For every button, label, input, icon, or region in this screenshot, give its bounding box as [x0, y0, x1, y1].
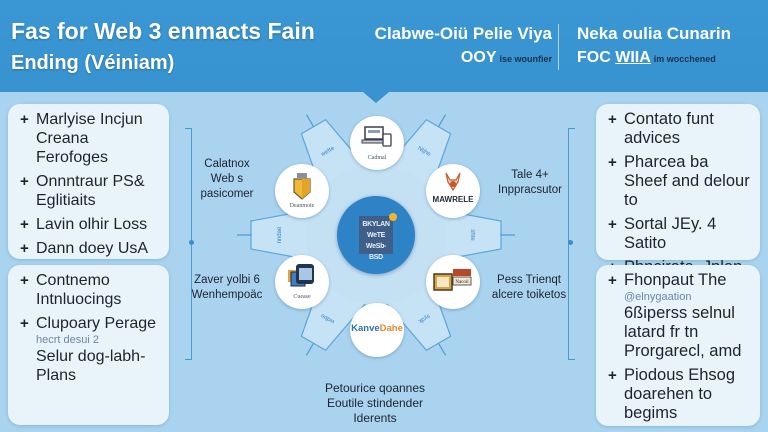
panel-item-text: Dann doey UsA [36, 240, 149, 257]
wheel-spoke-tip [437, 342, 447, 356]
node-caption: Cadmal [367, 155, 387, 161]
wheel-node-lower-right[interactable]: Nacoil [426, 255, 480, 309]
header-banner: Fas for Web 3 enmacts Fain Ending (Véini… [0, 0, 768, 92]
panel-item-text: Onnntraur PS& Eglitiaits [36, 173, 145, 209]
fox-logo-icon [445, 172, 461, 192]
panel-item-text: Clupoary Perage [36, 315, 157, 332]
wheel-spoke-label: Ntjhe [416, 146, 432, 159]
plus-bullet-icon: + [20, 240, 29, 257]
header-block-2-sub-underlined: WIIA [615, 49, 651, 66]
panel-item-text: Contato funt advices [624, 110, 714, 147]
panel-list-item: + Piodous Ehsog doarehen to begims [604, 366, 752, 423]
wheel-spoke-tip [305, 342, 315, 356]
node-caption: MAWRELE [432, 195, 474, 204]
wheel-spoke-tip [437, 114, 447, 128]
header-block-2-sub: FOC WIIA [577, 49, 651, 66]
wheel-node-upper-left[interactable]: Deanmote [275, 164, 329, 218]
side-label-right-bottom: Pess Trienqt alcere toiketos [491, 274, 567, 301]
panel-item-extra-text: Selur dog-labh- Plans [36, 348, 146, 384]
panel-list-item: + Contato funt advices [604, 110, 752, 148]
plus-bullet-icon: + [20, 315, 29, 332]
panel-list-item: + Onnntraur PS& Eglitiaits [16, 172, 161, 210]
side-label-right-top: Tale 4+ Inppracsutor [498, 169, 562, 196]
plus-bullet-icon: + [20, 111, 29, 128]
plus-bullet-icon: + [608, 367, 617, 384]
brand-wordmark-part-1: Kanve [351, 323, 380, 334]
page-title: Fas for Web 3 enmacts Fain Ending (Véini… [11, 15, 315, 79]
panel-item-text: Contnemo Intnluocings [36, 272, 122, 308]
panel-item-text: Marlyise Incjun Creana Ferofoges [36, 111, 143, 166]
plus-bullet-icon: + [608, 216, 617, 233]
plus-bullet-icon: + [608, 272, 617, 289]
panel-item-subtext: @elnygaation [624, 291, 692, 303]
right-bracket-dot [568, 240, 573, 245]
panel-item-text: Sortal JEy. 4 Satito [624, 215, 717, 252]
panel-list-item: + Dann doey UsA [16, 239, 161, 258]
header-block-1-small: ise wounfier [499, 54, 552, 64]
panel-list-item: + Sortal JEy. 4 Satito [604, 215, 752, 253]
plus-bullet-icon: + [608, 154, 617, 171]
wheel-spoke-tip [305, 114, 315, 128]
panel-list-item: + Lavin olhir Loss [16, 215, 161, 234]
plus-bullet-icon: + [20, 173, 29, 190]
brand-wordmark-part-2: Dahe [379, 323, 403, 334]
side-label-left-bottom: Zaver yolbi 6 Wenhempoäc [191, 274, 263, 301]
wheel-spoke-label: wdbe [320, 312, 337, 325]
gold-shield-icon [293, 173, 311, 200]
header-pointer [363, 92, 389, 103]
panel-item-subtext: hecrt desui 2 [36, 334, 99, 346]
wheel-spoke-label: nndae [277, 226, 283, 243]
panel-list-item: + Pharcea ba Sheef and delour to [604, 153, 752, 210]
panel-item-text: Fhonpaut The [624, 271, 727, 289]
title-line-2: Ending (Véiniam) [11, 52, 175, 74]
node-caption: Cuease [293, 294, 311, 300]
panel-item-text: Lavin olhir Loss [36, 216, 148, 233]
photo-frame-icon-caption: Nacoil [455, 280, 469, 285]
right-panel-top: + Contato funt advices + Pharcea ba Sheef a… [596, 104, 760, 295]
wheel-node-lower-left[interactable]: Cuease [275, 255, 329, 309]
brand-wordmark-icon: KanveDahe [350, 323, 404, 334]
plus-bullet-icon: + [20, 272, 29, 289]
wheel-node-bottom[interactable]: KanveDahe [350, 303, 404, 357]
wallet-stack-icon [288, 264, 314, 287]
header-divider [558, 24, 559, 70]
plus-bullet-icon: + [608, 111, 617, 128]
center-hub[interactable]: BKYLAN WeTE WeSb-BSD [337, 196, 415, 274]
wheel-node-top[interactable]: Cadmal [350, 116, 404, 170]
left-panel-bottom: + Contnemo Intnluocings + Clupoary Perage he… [8, 265, 169, 425]
left-panel-top: + Marlyise Incjun Creana Ferofoges + Onnntr… [8, 104, 169, 259]
wheel-node-upper-right[interactable]: MAWRELE [426, 164, 480, 218]
panel-list-item: + Clupoary Perage hecrt desui 2 Selur dog-l… [16, 314, 161, 385]
header-block-1-sub: OOY [460, 49, 497, 66]
left-bracket-dot [189, 240, 194, 245]
plus-bullet-icon: + [20, 216, 29, 233]
panel-list-item: + Contnemo Intnluocings [16, 271, 161, 309]
side-label-bottom: Petourice qoannes Eoutile stindender Ide… [324, 381, 426, 425]
panel-item-text: Piodous Ehsog doarehen to begims [624, 366, 735, 422]
coin-icon [389, 213, 397, 221]
panel-item-extra-text: 6ßiperss selnul latard fr tn Prorgarecl,… [624, 304, 742, 360]
side-label-left-top: Calatnox Web s pasicomer [200, 158, 254, 200]
node-caption: Deanmote [289, 203, 315, 209]
header-block-2-sub-prefix: FOC [577, 49, 611, 66]
wheel-spoke-label: sydk [416, 312, 431, 324]
title-line-1: Fas for Web 3 enmacts Fain [11, 18, 315, 44]
header-block-2-small: im wocchened [653, 54, 716, 64]
wheel-spoke-label: wefte [319, 145, 336, 158]
panel-list-item: + Marlyise Incjun Creana Ferofoges [16, 110, 161, 167]
header-block-2-main: Neka oulia Cunarin [577, 24, 731, 43]
panel-item-text: Pharcea ba Sheef and delour to [624, 153, 750, 209]
photo-frame-icon: Nacoil [433, 269, 472, 291]
laptop-devices-icon [361, 126, 392, 147]
wheel-spoke-label: shte [469, 229, 475, 241]
center-hub-label: BKYLAN WeTE WeSb-BSD [359, 216, 393, 261]
header-block-1-main: Clabwe-Oiü Pelie Viya [374, 24, 552, 43]
